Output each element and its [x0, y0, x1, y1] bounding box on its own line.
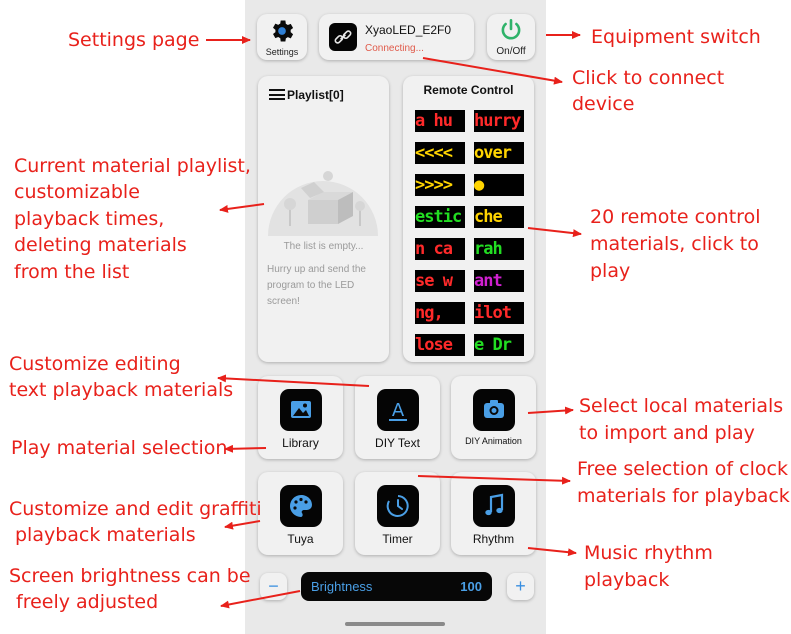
- remote-material-12[interactable]: ant: [474, 270, 524, 292]
- remote-material-4[interactable]: over: [474, 142, 524, 164]
- annotation-settings-page: Settings page: [68, 29, 200, 51]
- minus-icon: −: [268, 576, 279, 596]
- annotation-remote-2: materials, click to: [590, 233, 759, 255]
- remote-material-3[interactable]: <<<<: [415, 142, 465, 164]
- remote-material-14[interactable]: ilot: [474, 302, 524, 324]
- annotation-clock-2: materials for playback: [577, 485, 790, 507]
- timer-label: Timer: [382, 532, 413, 546]
- playlist-panel[interactable]: Playlist[0] The list is empty... Hurry u…: [258, 76, 389, 362]
- annotation-clock-1: Free selection of clock: [577, 458, 788, 480]
- rhythm-label: Rhythm: [472, 532, 515, 546]
- device-status: Connecting...: [365, 43, 424, 54]
- annotation-click-connect-2: device: [572, 93, 635, 115]
- remote-material-15[interactable]: lose: [415, 334, 465, 356]
- annotation-playlist-2: customizable: [14, 181, 140, 203]
- tuya-label: Tuya: [287, 532, 314, 546]
- diy-animation-button[interactable]: DIY Animation: [451, 376, 536, 459]
- brightness-increase-button[interactable]: +: [507, 573, 534, 600]
- annotation-equipment-switch: Equipment switch: [591, 26, 761, 48]
- playlist-title: Playlist[0]: [287, 88, 344, 102]
- remote-material-8[interactable]: che: [474, 206, 524, 228]
- diy-text-button[interactable]: A DIY Text: [355, 376, 440, 459]
- annotation-playlist-3: playback times,: [14, 208, 165, 230]
- camera-icon: [473, 389, 515, 431]
- timer-button[interactable]: Timer: [355, 472, 440, 555]
- remote-material-11[interactable]: se w: [415, 270, 465, 292]
- power-button[interactable]: On/Off: [487, 14, 535, 60]
- annotation-music-1: Music rhythm: [584, 542, 713, 564]
- annotation-brightness-1: Screen brightness can be: [9, 565, 251, 587]
- home-indicator: [345, 622, 445, 626]
- annotation-brightness-2: freely adjusted: [16, 591, 159, 613]
- remote-material-13[interactable]: ng,: [415, 302, 465, 324]
- music-note-icon: [473, 485, 515, 527]
- annotation-play-selection: Play material selection: [11, 437, 228, 459]
- text-a-icon: A: [377, 389, 419, 431]
- diy-animation-label: DIY Animation: [465, 436, 522, 446]
- annotation-local-2: to import and play: [579, 422, 755, 444]
- remote-material-9[interactable]: n ca: [415, 238, 465, 260]
- clock-icon: [377, 485, 419, 527]
- diy-text-label: DIY Text: [375, 436, 420, 450]
- menu-icon[interactable]: [269, 89, 285, 100]
- link-icon: [329, 23, 357, 51]
- power-icon: [501, 18, 521, 40]
- remote-material-16[interactable]: e Dr: [474, 334, 524, 356]
- annotation-playlist-1: Current material playlist,: [14, 155, 251, 177]
- brightness-label: Brightness: [311, 579, 373, 594]
- brightness-slider[interactable]: Brightness 100: [301, 572, 492, 601]
- remote-control-panel: Remote Control a hu hurry <<<< over >>>> ● est…: [403, 76, 534, 362]
- phone-screen: Settings XyaoLED_E2F0 Connecting... On/O…: [245, 0, 546, 634]
- remote-material-6[interactable]: ●: [474, 174, 524, 196]
- device-name: XyaoLED_E2F0: [365, 23, 452, 37]
- rhythm-button[interactable]: Rhythm: [451, 472, 536, 555]
- annotation-custom-text-2: text playback materials: [9, 379, 234, 401]
- library-button[interactable]: Library: [258, 376, 343, 459]
- svg-text:A: A: [392, 400, 405, 421]
- remote-material-5[interactable]: >>>>: [415, 174, 465, 196]
- empty-box-illustration: [268, 171, 378, 236]
- annotation-remote-3: play: [590, 260, 631, 282]
- annotation-local-1: Select local materials: [579, 395, 784, 417]
- plus-icon: +: [515, 576, 526, 596]
- tuya-button[interactable]: Tuya: [258, 472, 343, 555]
- annotation-click-connect-1: Click to connect: [572, 67, 725, 89]
- annotation-music-2: playback: [584, 569, 670, 591]
- annotation-remote-1: 20 remote control: [590, 206, 761, 228]
- empty-list-title: The list is empty...: [283, 241, 364, 252]
- remote-material-1[interactable]: a hu: [415, 110, 465, 132]
- remote-control-title: Remote Control: [423, 83, 514, 97]
- palette-icon: [280, 485, 322, 527]
- device-connect-card[interactable]: XyaoLED_E2F0 Connecting...: [319, 14, 474, 60]
- brightness-decrease-button[interactable]: −: [260, 573, 287, 600]
- annotation-playlist-4: deleting materials: [14, 234, 187, 256]
- library-label: Library: [282, 436, 319, 450]
- annotation-graffiti-2: playback materials: [15, 524, 196, 546]
- settings-label: Settings: [265, 47, 299, 57]
- onoff-label: On/Off: [496, 46, 526, 57]
- remote-material-2[interactable]: hurry: [474, 110, 524, 132]
- annotation-graffiti-1: Customize and edit graffiti: [9, 498, 262, 520]
- annotation-playlist-5: from the list: [14, 261, 130, 283]
- settings-button[interactable]: Settings: [257, 14, 307, 60]
- gear-icon: [273, 20, 294, 42]
- brightness-value: 100: [460, 579, 482, 594]
- image-icon: [280, 389, 322, 431]
- empty-list-hint: Hurry up and send the program to the LED…: [267, 264, 366, 307]
- remote-material-7[interactable]: estic: [415, 206, 465, 228]
- annotation-custom-text-1: Customize editing: [9, 353, 181, 375]
- remote-material-10[interactable]: rah: [474, 238, 524, 260]
